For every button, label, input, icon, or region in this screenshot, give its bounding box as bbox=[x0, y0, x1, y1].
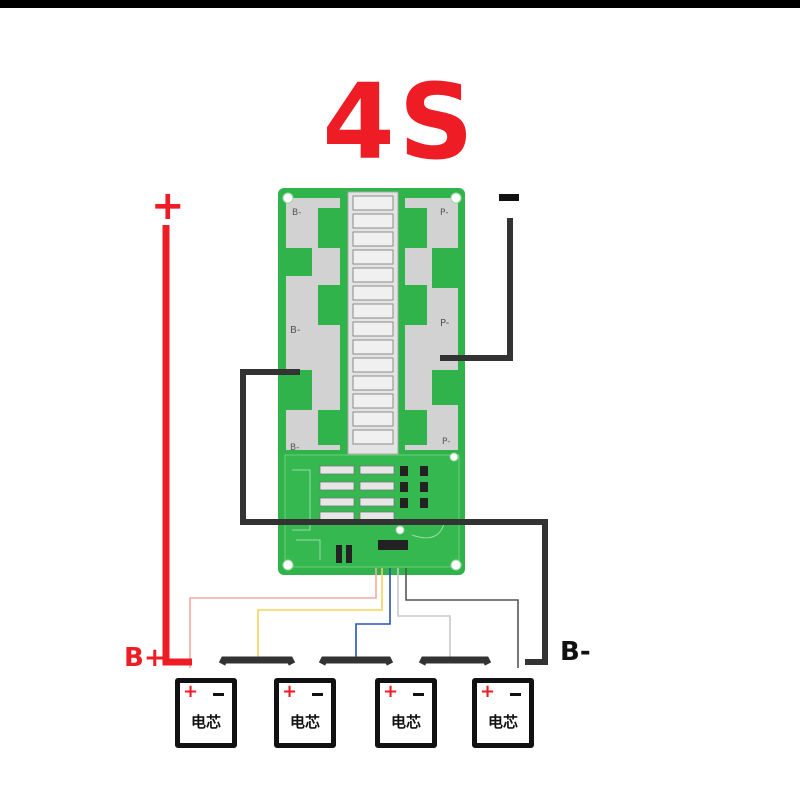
pad-gap bbox=[432, 370, 458, 405]
top-border bbox=[0, 0, 800, 8]
cell-label: 电芯 bbox=[390, 713, 421, 731]
positive-wire bbox=[162, 225, 192, 666]
b-minus-label: B- bbox=[560, 637, 591, 667]
balance-wire-b4 bbox=[405, 568, 519, 668]
positive-terminal-plus: + bbox=[151, 183, 185, 229]
pad-gap bbox=[318, 285, 340, 325]
mosfet-column bbox=[347, 191, 399, 455]
pad-gap bbox=[405, 410, 427, 445]
diagram-title: 4S bbox=[322, 61, 478, 183]
series-links bbox=[218, 656, 492, 666]
cell-label: 电芯 bbox=[190, 713, 221, 731]
battery-cell-2: + 电芯 bbox=[274, 678, 336, 748]
board-label-b-mid: B- bbox=[290, 325, 301, 336]
negative-terminal-minus bbox=[499, 194, 519, 201]
board-label-b-bot: B- bbox=[290, 443, 299, 453]
pad-gap bbox=[286, 248, 312, 276]
balance-wire-b1 bbox=[257, 568, 383, 660]
pad-gap bbox=[405, 208, 427, 248]
balance-wire-b2 bbox=[355, 568, 391, 660]
cell-plus: + bbox=[383, 681, 399, 702]
cell-minus bbox=[312, 693, 323, 696]
cell-label: 电芯 bbox=[487, 713, 518, 731]
balance-wire-b0 bbox=[189, 568, 377, 668]
b-minus-wire bbox=[240, 369, 548, 665]
control-components bbox=[292, 465, 446, 563]
pad-gap bbox=[286, 370, 312, 410]
pad-gap bbox=[432, 248, 458, 288]
mounting-holes bbox=[282, 192, 462, 571]
bms-board: B- B- B- P- P- P- bbox=[278, 188, 465, 575]
battery-cell-4: + 电芯 bbox=[472, 678, 534, 748]
balance-wires bbox=[189, 568, 519, 668]
board-label-b-top: B- bbox=[292, 208, 301, 218]
battery-cell-3: + 电芯 bbox=[375, 678, 437, 748]
pad-gap bbox=[318, 208, 340, 248]
balance-wire-b3 bbox=[397, 568, 451, 660]
board-label-p-bot: P- bbox=[442, 437, 450, 447]
battery-cell-1: + 电芯 bbox=[175, 678, 237, 748]
pad-gap bbox=[405, 285, 427, 325]
board-label-p-top: P- bbox=[440, 208, 448, 218]
board-label-p-mid: P- bbox=[440, 318, 450, 329]
b-plus-label: B+ bbox=[124, 643, 166, 673]
cell-label: 电芯 bbox=[289, 713, 320, 731]
cell-minus bbox=[510, 693, 521, 696]
cell-minus bbox=[413, 693, 424, 696]
p-minus-wire bbox=[440, 218, 513, 361]
pad-gap bbox=[318, 410, 340, 445]
cell-plus: + bbox=[282, 681, 298, 702]
cell-plus: + bbox=[183, 681, 199, 702]
cell-minus bbox=[213, 693, 224, 696]
cell-plus: + bbox=[480, 681, 496, 702]
